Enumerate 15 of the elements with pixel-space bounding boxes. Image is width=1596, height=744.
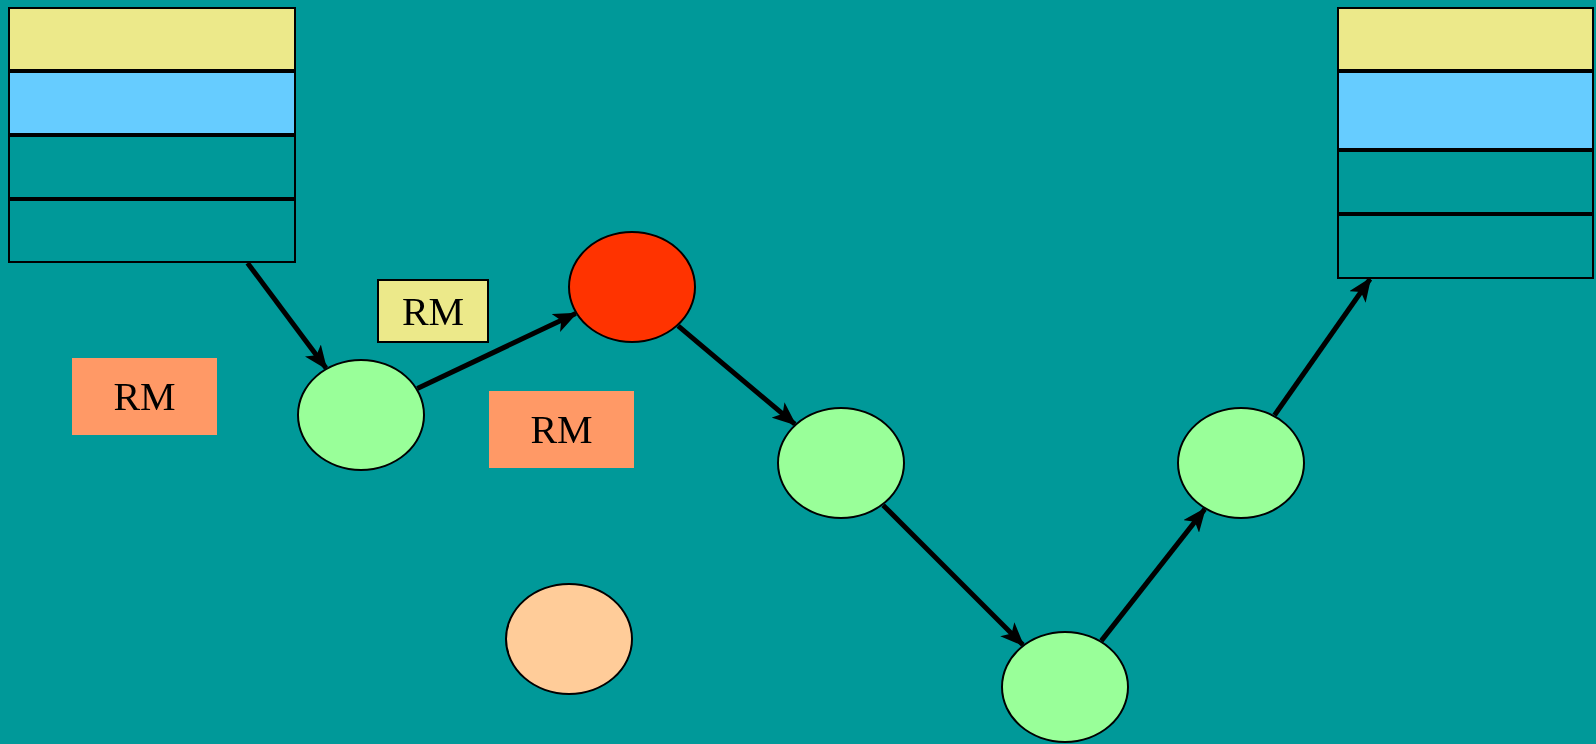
header-field	[8, 71, 296, 135]
header-field	[8, 7, 296, 71]
arrow	[245, 261, 328, 370]
rm-tag: RM	[377, 279, 489, 343]
header-field	[8, 135, 296, 199]
header-field	[1337, 7, 1594, 71]
header-field	[1337, 150, 1594, 214]
arrow	[416, 311, 578, 391]
arrow	[881, 503, 1025, 647]
arrow	[1099, 507, 1207, 643]
arrow	[1272, 277, 1373, 417]
arrow	[676, 323, 797, 427]
rm-tag: RM	[72, 358, 217, 435]
rm-tag: RM	[489, 391, 634, 468]
header-field	[1337, 71, 1594, 150]
